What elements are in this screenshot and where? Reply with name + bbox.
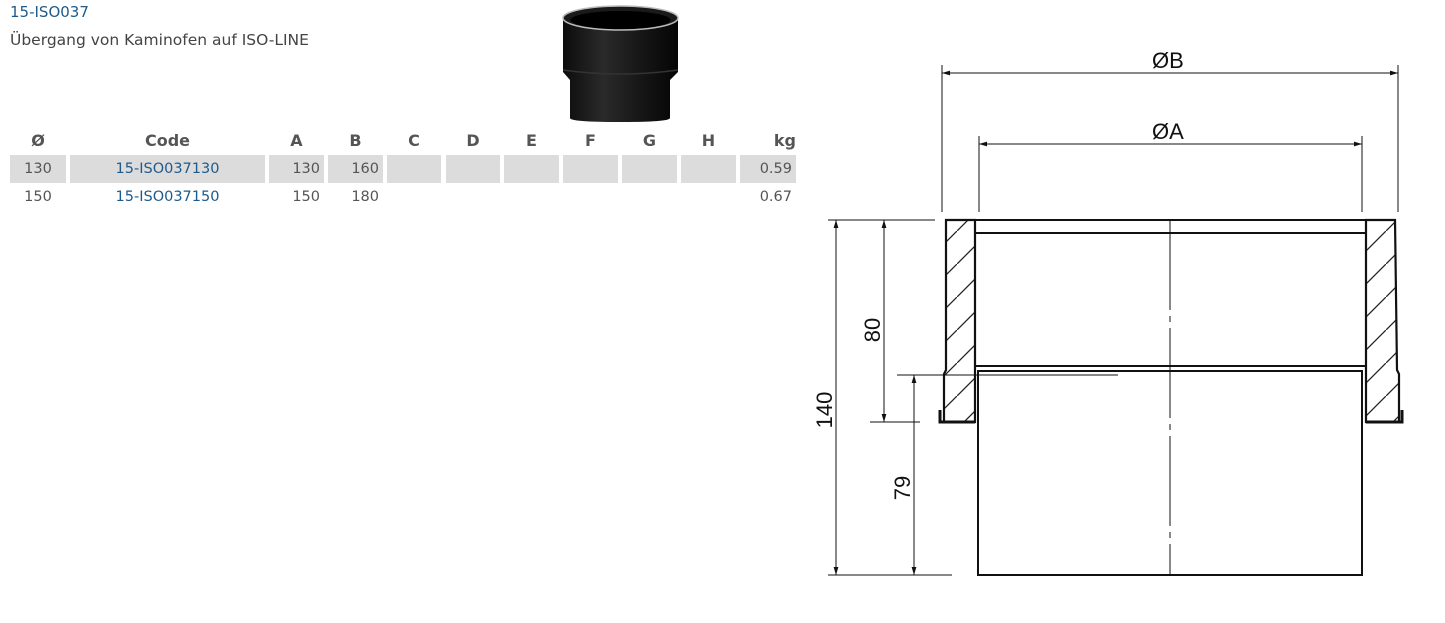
cell-kg: 0.59 xyxy=(740,155,796,183)
cell-a: 130 xyxy=(269,155,324,183)
product-code-title: 15-ISO037 xyxy=(10,3,89,21)
product-description: Übergang von Kaminofen auf ISO-LINE xyxy=(10,31,309,49)
col-header-code: Code xyxy=(144,131,191,150)
col-header-g: G xyxy=(642,131,657,150)
col-header-f: F xyxy=(585,131,596,150)
cell-code-link[interactable]: 15-ISO037150 xyxy=(115,189,220,205)
cell-d xyxy=(446,155,500,183)
cell-e xyxy=(504,155,559,183)
cell-a: 150 xyxy=(292,189,320,205)
col-header-b: B xyxy=(349,131,362,150)
collar-wall-right xyxy=(1364,218,1401,424)
cell-diameter: 150 xyxy=(24,189,52,205)
cell-f xyxy=(563,155,618,183)
cell-code-link[interactable]: 15-ISO037130 xyxy=(70,155,265,183)
col-header-c: C xyxy=(408,131,420,150)
cell-b: 180 xyxy=(351,189,379,205)
label-collar-height: 80 xyxy=(860,318,885,342)
product-image xyxy=(562,5,679,122)
col-header-diameter: Ø xyxy=(31,131,45,150)
col-header-e: E xyxy=(526,131,537,150)
col-header-a: A xyxy=(290,131,303,150)
cell-c xyxy=(387,155,441,183)
col-header-d: D xyxy=(466,131,480,150)
col-header-kg: kg xyxy=(773,131,796,150)
cell-g xyxy=(622,155,677,183)
label-inner-diameter: ØA xyxy=(1152,119,1184,144)
label-total-height: 140 xyxy=(812,392,837,429)
cell-b: 160 xyxy=(328,155,383,183)
spigot-outline xyxy=(977,370,1363,576)
col-header-h: H xyxy=(701,131,716,150)
cell-diameter: 130 xyxy=(10,155,66,183)
cell-h xyxy=(681,155,736,183)
label-spigot-height: 79 xyxy=(890,476,915,500)
label-outer-diameter: ØB xyxy=(1152,48,1184,73)
collar-wall-left xyxy=(942,218,977,424)
cell-kg: 0.67 xyxy=(759,189,792,205)
